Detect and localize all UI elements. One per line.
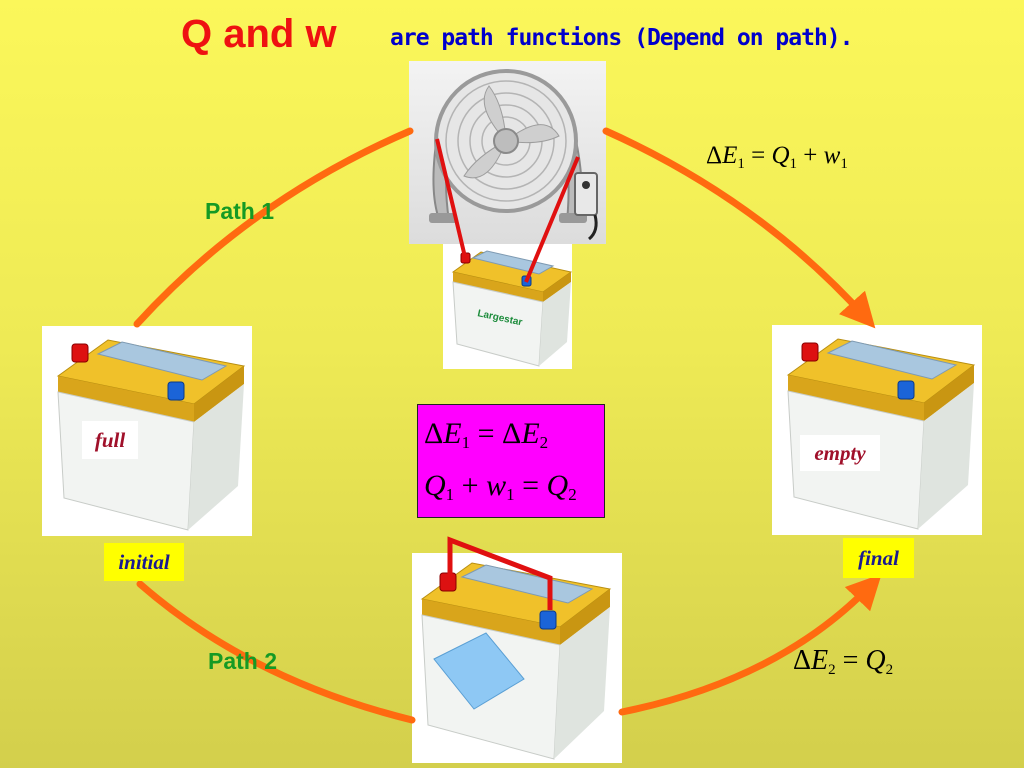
state-label-empty: empty <box>800 435 880 471</box>
path1-label: Path 1 <box>205 198 275 224</box>
fan-wire-positive <box>524 156 580 283</box>
battery-icon <box>420 562 612 760</box>
path2-arrow-right <box>618 573 882 716</box>
path2-label: Path 2 <box>208 648 278 674</box>
equation-box-line2: Q1 + w1 = Q2 <box>424 469 577 504</box>
battery-icon <box>786 338 976 530</box>
equation-path1: ΔE1 = Q1 + w1 <box>706 142 848 172</box>
battery-photo-initial-full: full <box>42 326 252 536</box>
short-circuit-wire <box>447 536 553 610</box>
path2-arrow-left <box>136 580 416 724</box>
battery-photo-connected-to-fan: Largestar <box>443 244 572 369</box>
battery-icon: Largestar <box>451 250 572 367</box>
state-label-full: full <box>82 421 138 459</box>
equation-box-line1: ΔE1 = ΔE2 <box>424 417 549 452</box>
equation-box: ΔE1 = ΔE2 Q1 + w1 = Q2 <box>417 404 605 518</box>
subtitle: are path functions (Depend on path). <box>390 25 853 51</box>
state-label-initial: initial <box>104 543 184 581</box>
fan-wire-negative <box>435 138 467 258</box>
equation-path2: ΔE2 = Q2 <box>793 645 894 678</box>
battery-photo-shorted <box>412 553 622 763</box>
battery-photo-final-empty: empty <box>772 325 982 535</box>
path1-arrow-left <box>133 127 414 328</box>
title: Q and w <box>181 12 337 56</box>
path1-arrow-right <box>602 127 876 329</box>
state-label-final: final <box>843 538 914 578</box>
